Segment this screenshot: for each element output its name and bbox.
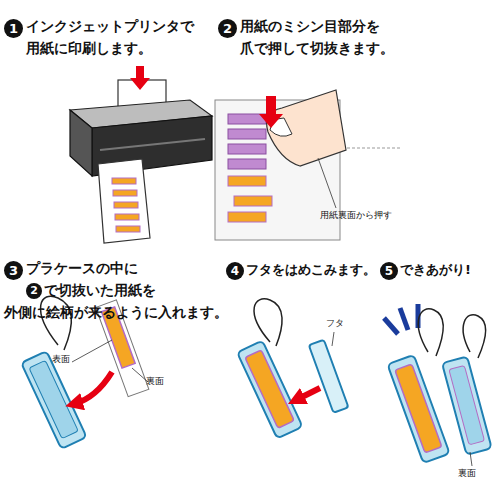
step-text: インクジェットプリンタで xyxy=(26,18,194,35)
sheet-illustration xyxy=(215,90,400,240)
step-text: 用紙のミシン目部分を xyxy=(240,18,380,35)
part-label: 裏面 xyxy=(458,468,476,479)
printer-illustration xyxy=(70,66,212,243)
step-text: フタをはめこみます。 xyxy=(246,262,376,278)
finished-strap-illustration xyxy=(384,304,492,466)
step-text: 爪で押して切抜きます。 xyxy=(240,40,394,57)
part-label: 用紙裏面から押す xyxy=(320,210,392,221)
step-text: できあがり! xyxy=(400,262,471,278)
part-label: 裏面 xyxy=(146,376,164,387)
step-text: 用紙に印刷します。 xyxy=(26,40,152,57)
callout-number: 2 xyxy=(218,19,237,38)
part-label: 表面 xyxy=(52,354,70,365)
callout-number: 1 xyxy=(4,19,23,38)
callout-number: 5 xyxy=(380,262,398,280)
callout-number: 2 xyxy=(26,283,42,299)
step-text: 外側に絵柄が来るように入れます。 xyxy=(4,304,228,321)
step-text: で切抜いた用紙を xyxy=(44,282,156,299)
part-label: フタ xyxy=(326,318,344,329)
callout-number: 4 xyxy=(226,262,244,280)
step-text: プラケースの中に xyxy=(26,260,138,277)
lid-illustration xyxy=(237,299,348,439)
callout-number: 3 xyxy=(4,261,23,280)
